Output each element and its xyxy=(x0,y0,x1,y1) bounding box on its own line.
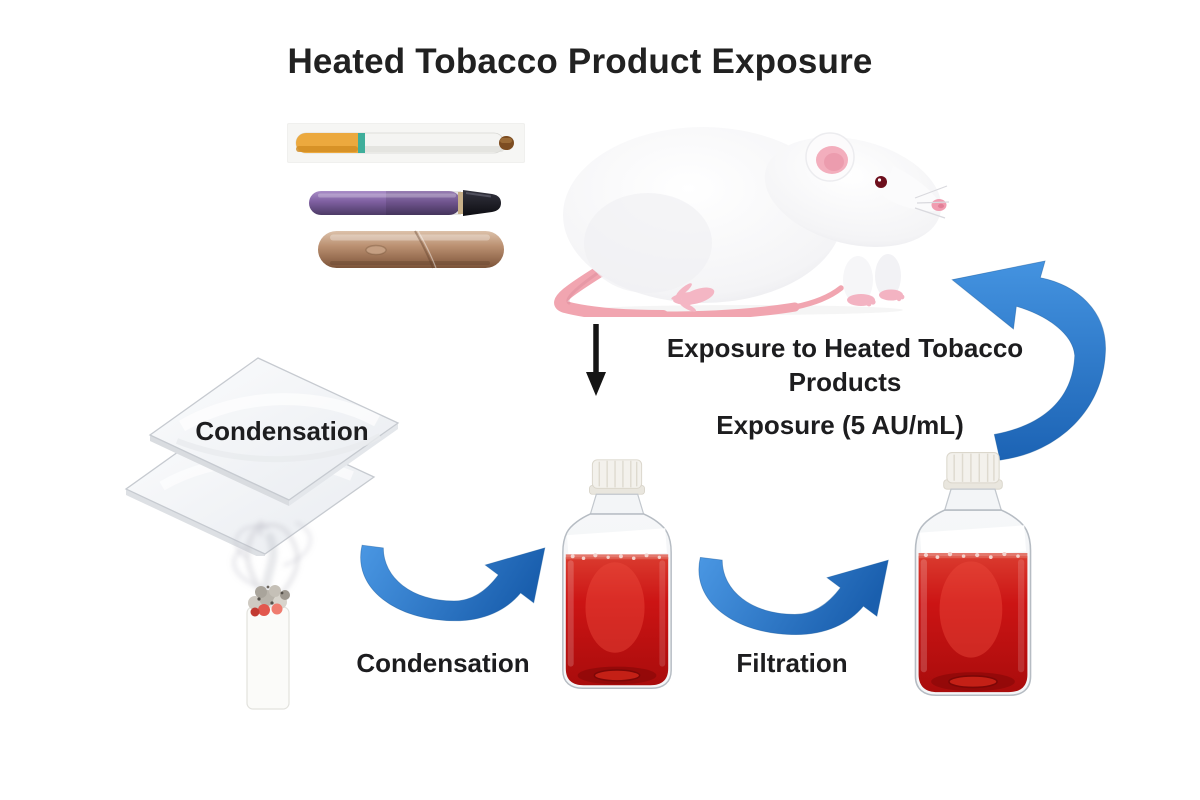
exposure-caption: Exposure to Heated Tobacco Products xyxy=(625,331,1065,399)
exposure-dose-label: Exposure (5 AU/mL) xyxy=(716,410,964,440)
filtration-arrow-icon xyxy=(698,556,889,636)
burning-cigarette-illustration xyxy=(231,520,313,710)
condensation-step-label: Condensation xyxy=(356,648,530,678)
exposure-caption-line2: Products xyxy=(788,367,902,397)
purple-vape-device-icon xyxy=(309,190,501,216)
exposure-cycle-arrow-icon xyxy=(951,260,1106,461)
bronze-heated-tobacco-device-icon xyxy=(318,230,504,269)
figure-title: Heated Tobacco Product Exposure xyxy=(287,42,873,81)
condensation-plate-label: Condensation xyxy=(195,416,369,446)
condensation-plates-illustration xyxy=(124,357,400,556)
exposure-caption-line1: Exposure to Heated Tobacco xyxy=(666,333,1024,363)
filtered-bottle-illustration xyxy=(914,451,1032,697)
filtration-step-label: Filtration xyxy=(736,648,848,678)
down-arrow-icon xyxy=(586,324,606,396)
lab-rat-illustration xyxy=(554,127,950,317)
condensate-bottle-illustration xyxy=(562,459,672,689)
condensation-arrow-icon xyxy=(360,544,546,622)
e-cigarette-icon xyxy=(295,132,514,154)
